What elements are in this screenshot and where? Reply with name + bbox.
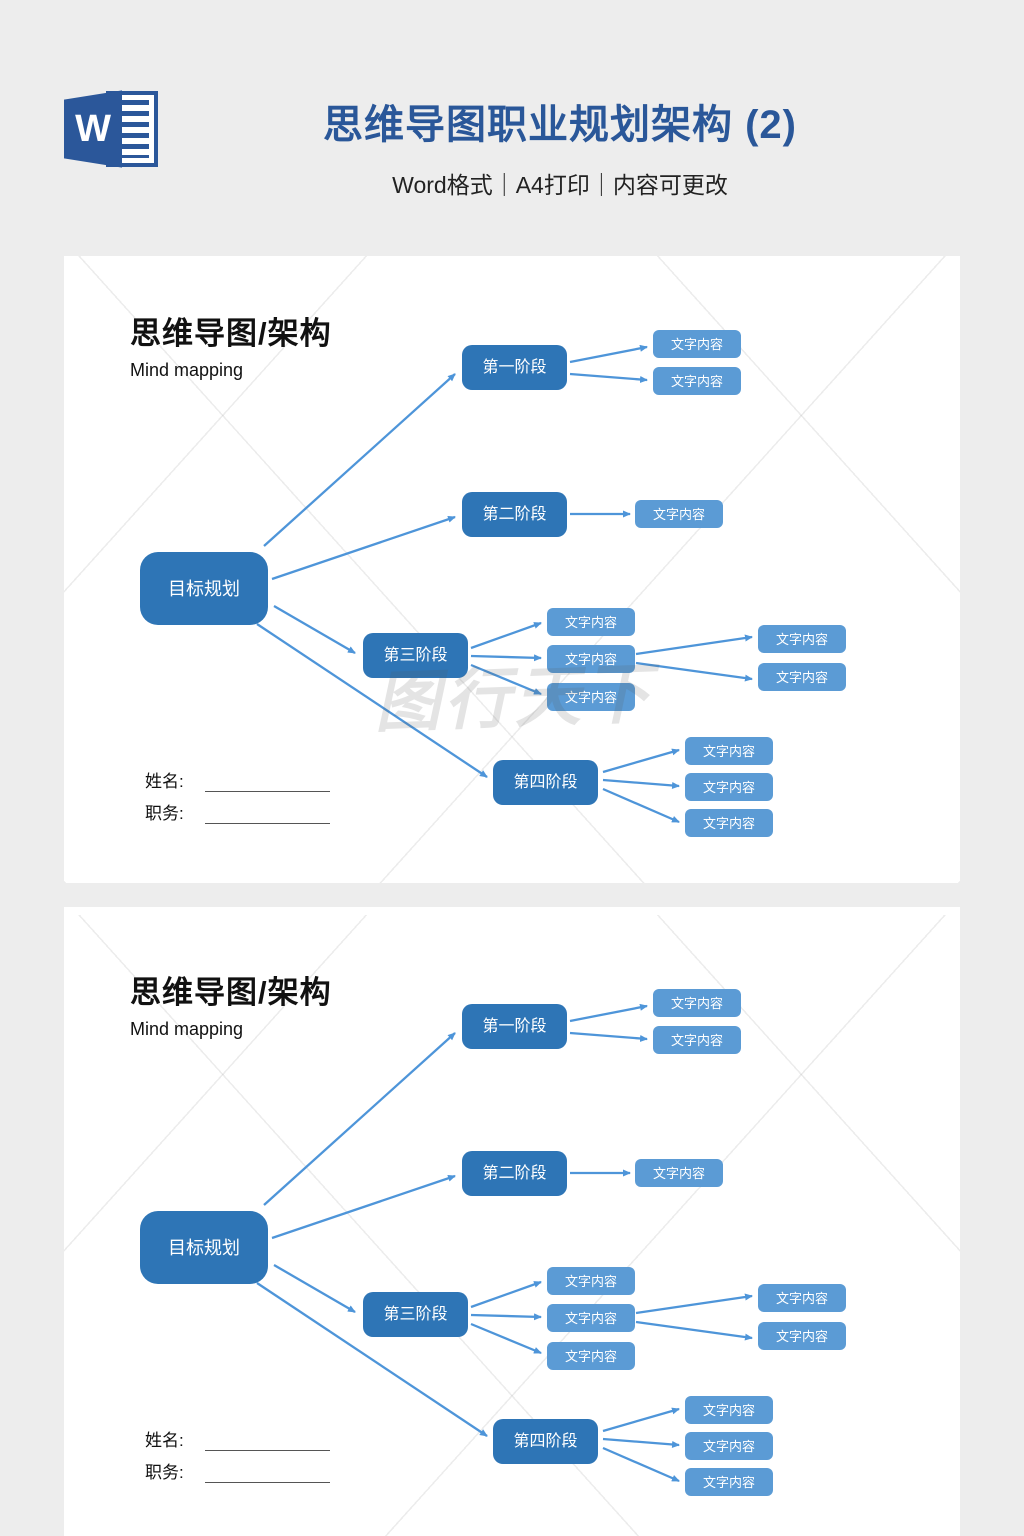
node-stage4-child-1: 文字内容: [685, 1396, 773, 1424]
word-icon-letter: W: [75, 108, 111, 150]
node-stage3-child-1: 文字内容: [547, 608, 635, 636]
word-icon: W: [64, 87, 160, 171]
node-stage3-grandchild-2: 文字内容: [758, 663, 846, 691]
signature-block: 姓名: 职务:: [145, 768, 330, 832]
node-root-goal-planning: 目标规划: [140, 1211, 268, 1284]
node-stage4-child-2: 文字内容: [685, 1432, 773, 1460]
template-preview-page-2[interactable]: 思维导图/架构 Mind mapping: [64, 907, 960, 1536]
node-stage3-grandchild-1: 文字内容: [758, 625, 846, 653]
node-stage3-child-3: 文字内容: [547, 1342, 635, 1370]
name-label: 姓名:: [145, 1431, 184, 1450]
job-title-row: 职务:: [145, 1459, 330, 1483]
name-label: 姓名:: [145, 772, 184, 791]
name-blank-line: [205, 772, 330, 792]
template-preview-page-1[interactable]: 思维导图/架构 Mind mapping: [64, 256, 960, 883]
diagram-subheading: Mind mapping: [130, 1019, 244, 1039]
node-stage3-grandchild-1: 文字内容: [758, 1284, 846, 1312]
node-stage2-child-1: 文字内容: [635, 500, 723, 528]
node-stage2-child-1: 文字内容: [635, 1159, 723, 1187]
diagram-subheading: Mind mapping: [130, 360, 244, 380]
node-stage1-child-2: 文字内容: [653, 367, 741, 395]
document-title: 思维导图职业规划架构 (2): [323, 103, 797, 147]
node-stage-2: 第二阶段: [462, 492, 567, 537]
job-title-blank-line: [205, 804, 330, 824]
node-stage4-child-2: 文字内容: [685, 773, 773, 801]
job-title-label: 职务:: [145, 1463, 184, 1482]
diagram-heading: 思维导图/架构: [130, 316, 332, 351]
node-stage-1: 第一阶段: [462, 345, 567, 390]
node-stage3-child-1: 文字内容: [547, 1267, 635, 1295]
node-stage3-child-2: 文字内容: [547, 645, 635, 673]
node-stage-4: 第四阶段: [493, 760, 598, 805]
node-stage4-child-3: 文字内容: [685, 1468, 773, 1496]
header-titles: 思维导图职业规划架构 (2) Word格式｜A4打印｜内容可更改: [160, 0, 960, 200]
node-stage1-child-1: 文字内容: [653, 989, 741, 1017]
node-stage3-child-3: 文字内容: [547, 683, 635, 711]
mind-map-diagram: 思维导图/架构 Mind mapping: [64, 256, 960, 883]
node-stage-2: 第二阶段: [462, 1151, 567, 1196]
node-stage3-child-2: 文字内容: [547, 1304, 635, 1332]
job-title-label: 职务:: [145, 804, 184, 823]
diagram-heading: 思维导图/架构: [130, 975, 332, 1010]
node-stage3-grandchild-2: 文字内容: [758, 1322, 846, 1350]
node-stage1-child-2: 文字内容: [653, 1026, 741, 1054]
job-title-blank-line: [205, 1463, 330, 1483]
job-title-row: 职务:: [145, 800, 330, 824]
signature-block: 姓名: 职务:: [145, 1427, 330, 1491]
node-stage-4: 第四阶段: [493, 1419, 598, 1464]
node-stage1-child-1: 文字内容: [653, 330, 741, 358]
node-stage4-child-3: 文字内容: [685, 809, 773, 837]
node-stage4-child-1: 文字内容: [685, 737, 773, 765]
node-stage-1: 第一阶段: [462, 1004, 567, 1049]
name-blank-line: [205, 1431, 330, 1451]
name-row: 姓名:: [145, 768, 330, 792]
node-stage-3: 第三阶段: [363, 633, 468, 678]
node-stage-3: 第三阶段: [363, 1292, 468, 1337]
page-header: W 思维导图职业规划架构 (2) Word格式｜A4打印｜内容可更改: [0, 0, 1024, 256]
node-root-goal-planning: 目标规划: [140, 552, 268, 625]
document-subtitle: Word格式｜A4打印｜内容可更改: [392, 172, 728, 198]
word-icon-w-shape: W: [64, 90, 122, 168]
name-row: 姓名:: [145, 1427, 330, 1451]
mind-map-diagram: 思维导图/架构 Mind mapping: [64, 915, 960, 1536]
